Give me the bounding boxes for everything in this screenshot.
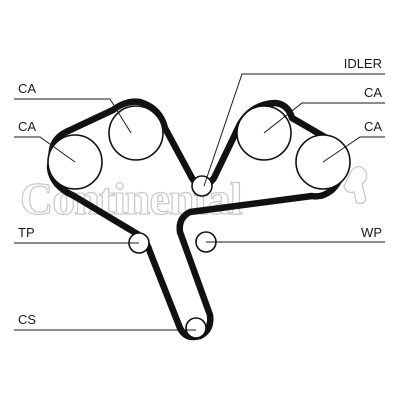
label-ca-top-left: CA (18, 81, 36, 96)
label-cs: CS (18, 312, 36, 327)
leader-ca-mid-right (322, 136, 385, 163)
leader-ca-mid-left (14, 136, 76, 163)
label-idler: IDLER (344, 56, 382, 71)
label-tp: TP (18, 225, 35, 240)
leader-idler (203, 73, 385, 187)
label-ca-top-right: CA (364, 85, 382, 100)
leader-ca-top-right (263, 102, 385, 134)
label-ca-mid-left: CA (18, 119, 36, 134)
leader-ca-top-left (14, 98, 132, 134)
horse-logo-icon (343, 165, 368, 205)
idler-pulley (191, 175, 213, 197)
camshaft-pulley-top-left (108, 105, 164, 161)
leader-lines (14, 73, 385, 331)
label-wp: WP (361, 225, 382, 240)
label-ca-mid-right: CA (364, 119, 382, 134)
crankshaft-pulley (185, 317, 207, 339)
